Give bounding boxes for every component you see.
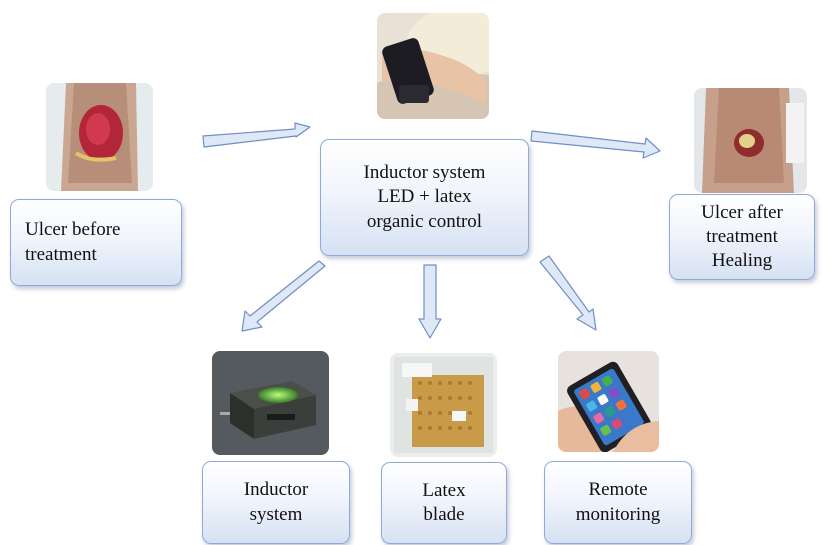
remote-box: Remote monitoring [544,461,692,544]
smartphone-photo [558,351,659,452]
after-box-line-1: Ulcer after [701,201,783,223]
center-box-line-2: LED + latex [377,186,472,208]
after-box-line-3: Healing [711,250,773,272]
ulcer-after-photo [694,88,807,193]
center-box-line-1: Inductor system [363,162,486,184]
before-box: Ulcer before treatment [10,199,182,286]
latex-box: Latex blade [381,462,507,544]
inductor-box: Inductor system [202,461,350,544]
remote-box-line-2: monitoring [575,503,661,525]
before-box-line-1: Ulcer before [25,219,121,241]
remote-box-line-1: Remote [588,479,648,501]
latex-box-line-1: Latex [422,479,466,501]
arrow-to-inductor [241,260,326,332]
arrow-to-center [202,122,311,148]
inductor-box-line-2: system [249,503,303,525]
arrow-to-after [530,130,661,159]
arrow-to-remote [539,255,597,331]
inductor-box-line-1: Inductor [243,479,309,501]
leg-device-photo [377,13,489,119]
after-box: Ulcer after treatment Healing [669,194,815,280]
inductor-device-photo [212,351,329,455]
ulcer-before-photo [46,83,153,191]
arrow-to-latex [418,264,442,339]
after-box-line-2: treatment [706,225,778,247]
latex-blade-photo [390,353,497,457]
center-box: Inductor system LED + latex organic cont… [320,139,529,256]
center-box-line-3: organic control [366,210,483,232]
latex-box-line-2: blade [423,504,465,525]
before-box-line-2: treatment [25,243,97,265]
